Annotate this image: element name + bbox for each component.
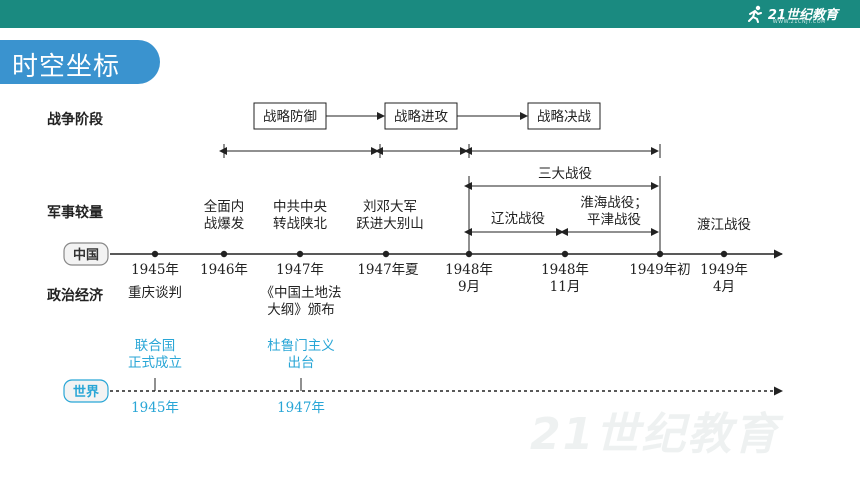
date-1948-sep-line2: 9月	[458, 279, 480, 295]
campaign-liaoshen: 辽沈战役	[491, 211, 545, 227]
china-pill: 中国	[63, 242, 109, 266]
stage-box-defense: 战略防御	[253, 102, 327, 130]
row-heading-military: 军事较量	[47, 204, 103, 221]
three-campaigns-label: 三大战役	[538, 166, 592, 182]
world-date-1945: 1945年	[131, 400, 179, 416]
event-1947-line1: 中共中央	[273, 199, 327, 215]
date-1949-apr-line1: 1949年	[700, 262, 748, 278]
world-pill-label: 世界	[73, 384, 99, 400]
china-ticks	[151, 250, 728, 258]
brand-name: 21世纪教育	[767, 8, 838, 23]
row-heading-stage: 战争阶段	[47, 111, 103, 128]
stage-label: 战略防御	[263, 109, 317, 125]
politics-1945: 重庆谈判	[128, 285, 182, 301]
row-heading-politics: 政治经济	[47, 287, 104, 304]
date-1948-nov-line1: 1948年	[541, 262, 589, 278]
top-bar	[0, 0, 860, 28]
stage-box-offense: 战略进攻	[384, 102, 458, 130]
world-1947-line1: 杜鲁门主义	[267, 338, 335, 354]
page-title: 时空坐标	[12, 52, 121, 82]
date-1948-nov-line2: 11月	[550, 279, 581, 295]
campaign-dujiang: 渡江战役	[697, 217, 751, 233]
date-1949-apr-line2: 4月	[713, 279, 735, 295]
stage-span-brackets	[219, 144, 661, 158]
stage-label: 战略决战	[537, 109, 591, 125]
politics-1947-line2: 大纲》颁布	[267, 302, 335, 318]
event-1947-line2: 转战陕北	[273, 216, 327, 232]
event-1947summer-line1: 刘邓大军	[363, 199, 417, 215]
title-tab	[0, 40, 160, 84]
politics-1947-line1: 《中国土地法	[261, 285, 342, 301]
runner-icon	[747, 5, 762, 23]
event-1946-line2: 战爆发	[204, 216, 245, 232]
campaign-huaihai: 淮海战役；	[580, 195, 648, 211]
china-pill-label: 中国	[73, 247, 99, 263]
stage-box-decisive: 战略决战	[527, 102, 601, 130]
brand-logo: 21世纪教育	[746, 4, 838, 23]
date-1946: 1946年	[200, 262, 248, 278]
world-1945-line1: 联合国	[135, 338, 176, 354]
date-1949-early: 1949年初	[629, 261, 690, 278]
date-1947-summer: 1947年夏	[357, 262, 419, 278]
date-1945: 1945年	[131, 262, 179, 278]
campaign-pingjin: 平津战役	[587, 212, 641, 228]
watermark: 21世纪教育	[530, 409, 780, 460]
event-1947summer-line2: 跃进大别山	[356, 216, 424, 232]
world-pill: 世界	[63, 379, 109, 403]
event-1946-line1: 全面内	[204, 198, 245, 215]
date-1948-sep-line1: 1948年	[445, 262, 493, 278]
stage-label: 战略进攻	[394, 109, 448, 125]
world-1947-line2: 出台	[288, 355, 315, 371]
brand-url: WWW.21CNJY.COM	[772, 19, 826, 25]
campaign-brackets	[464, 176, 661, 254]
world-date-1947: 1947年	[277, 400, 325, 416]
world-1945-line2: 正式成立	[128, 355, 182, 371]
date-1947: 1947年	[276, 262, 324, 278]
